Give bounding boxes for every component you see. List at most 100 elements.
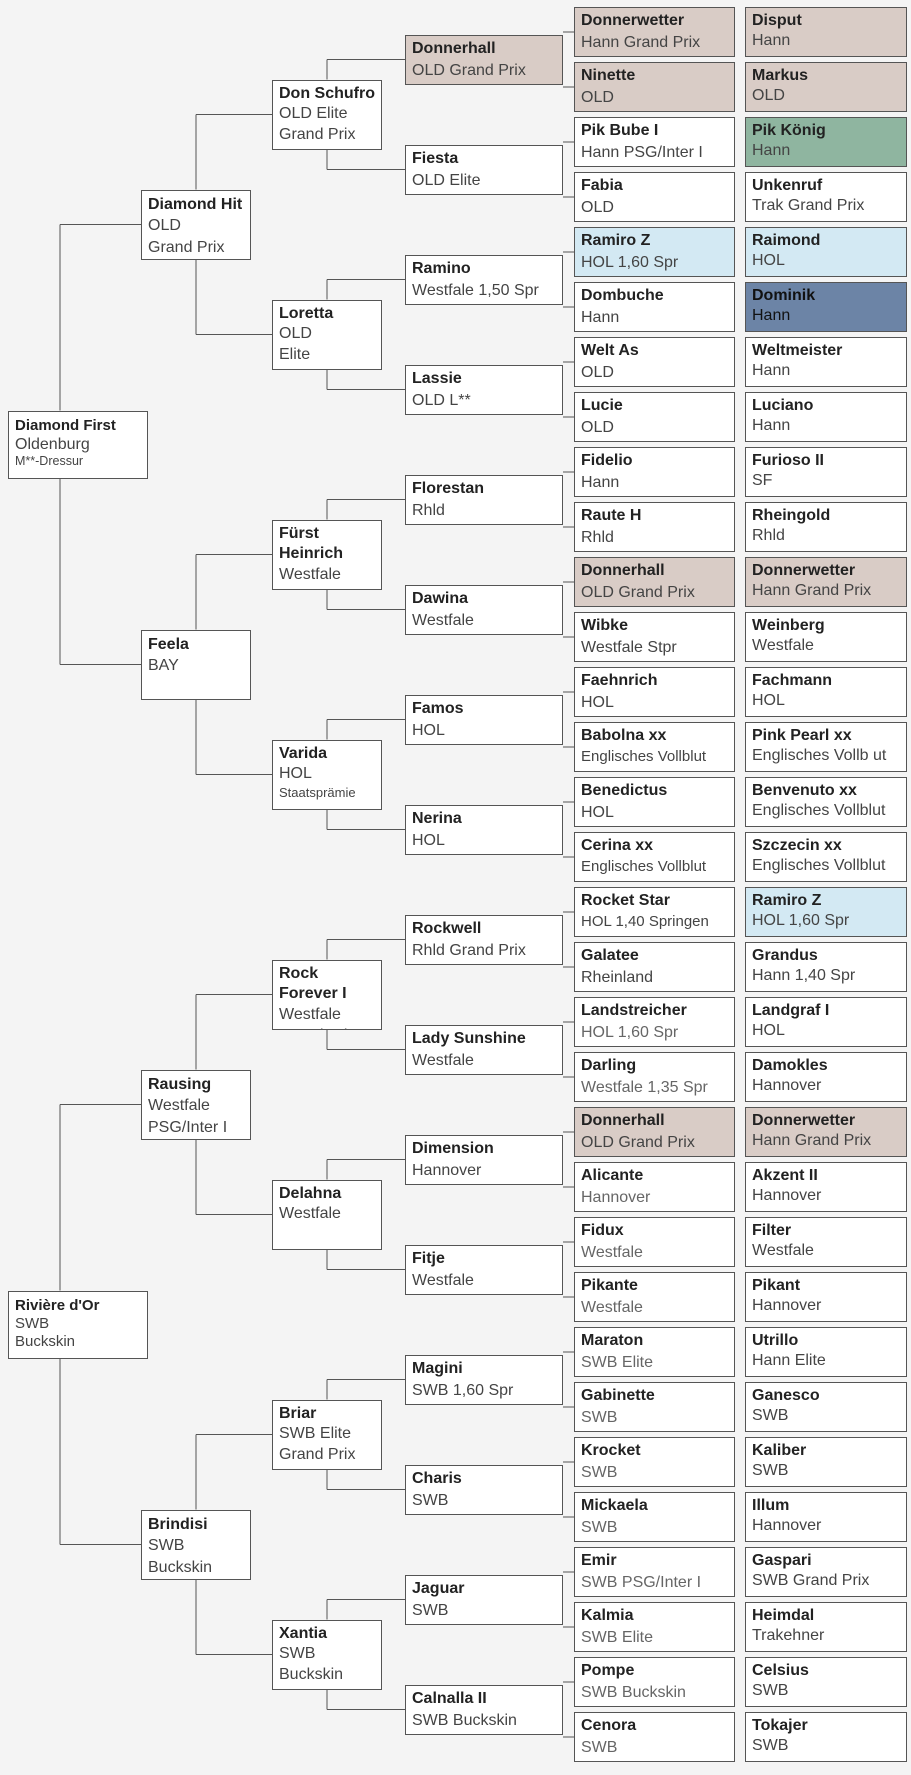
horse-detail: OLD <box>581 199 614 217</box>
horse-name: Rivière d'Or <box>15 1296 100 1314</box>
horse-detail: Westfale <box>279 1006 341 1024</box>
horse-name: Fürst Heinrich <box>279 524 344 563</box>
horse-detail: Buckskin <box>15 1333 76 1351</box>
horse-name: Feela <box>148 635 189 653</box>
horse-name: Famos <box>412 699 464 717</box>
horse-name: Kalmia <box>581 1607 634 1624</box>
horse-detail: Westfale Stpr <box>581 639 677 657</box>
horse-detail: HOL 1,60 Spr <box>581 254 679 272</box>
horse-detail: Rhld <box>412 501 445 519</box>
horse-name: Grandus <box>752 947 818 964</box>
horse-detail: Westfale <box>148 1097 210 1115</box>
horse-name: Nerina <box>412 809 462 827</box>
horse-detail: Grand Prix <box>279 126 356 144</box>
horse-detail: HOL 1,60 Spr <box>581 1024 679 1042</box>
horse-detail: SWB <box>581 1409 618 1427</box>
horse-name: Fabia <box>581 177 623 194</box>
horse-detail: Grand Prix <box>279 1446 356 1464</box>
horse-detail: OLD <box>581 364 614 382</box>
horse-name: Donnerwetter <box>752 562 856 579</box>
horse-name: Disput <box>752 12 802 29</box>
horse-detail: HOL <box>412 721 445 739</box>
horse-detail: Trak Grand Prix <box>752 196 865 214</box>
horse-detail: HOL <box>581 804 614 822</box>
horse-detail: SWB Elite <box>581 1629 654 1647</box>
horse-name: Don Schufro <box>279 84 375 102</box>
horse-name: Lassie <box>412 369 462 387</box>
horse-detail: OLD L** <box>412 391 471 409</box>
horse-detail: Hann <box>752 361 791 379</box>
horse-name: Charis <box>412 1469 462 1487</box>
horse-name: Xantia <box>279 1624 328 1642</box>
horse-detail: Hann 1,40 Spr <box>752 966 856 984</box>
horse-detail: SWB Buckskin <box>412 1711 517 1729</box>
horse-detail: Englisches Vollblut <box>581 858 707 876</box>
horse-name: Rock Forever I <box>279 964 347 1003</box>
horse-detail: HOL <box>752 1021 785 1039</box>
horse-name: Calnalla II <box>412 1689 487 1707</box>
horse-detail: Hannover <box>752 1516 822 1534</box>
horse-detail: HOL 1,40 Springen <box>581 913 709 931</box>
horse-name: Dominik <box>752 287 816 304</box>
horse-detail: Hannover <box>752 1076 822 1094</box>
horse-name: Alicante <box>581 1167 644 1184</box>
horse-name: Ninette <box>581 67 636 84</box>
horse-name: Donnerhall <box>581 562 665 579</box>
horse-name: Magini <box>412 1359 463 1377</box>
horse-detail: OLD <box>279 325 312 343</box>
horse-detail: SWB Elite <box>581 1354 654 1372</box>
horse-name: Delahna <box>279 1184 342 1202</box>
horse-detail: Englisches Vollblut <box>752 801 886 819</box>
horse-name: Jaguar <box>412 1579 465 1597</box>
horse-name: Damokles <box>752 1057 828 1074</box>
horse-detail: SWB Buckskin <box>581 1684 686 1702</box>
horse-name: Pikante <box>581 1277 638 1294</box>
horse-detail: SWB <box>752 1736 789 1754</box>
horse-detail: Westfale <box>279 566 341 584</box>
horse-detail: SF <box>752 471 773 489</box>
horse-detail: Englisches Vollblut <box>752 856 886 874</box>
horse-name: Dombuche <box>581 287 664 304</box>
horse-detail: SWB <box>412 1491 449 1509</box>
horse-name: Rheingold <box>752 507 831 524</box>
horse-detail: OLD Grand Prix <box>581 584 695 602</box>
horse-name: Ramiro Z <box>581 232 651 249</box>
horse-detail: Westfale <box>581 1299 643 1317</box>
horse-name: Krocket <box>581 1442 641 1459</box>
horse-detail: HOL <box>752 691 785 709</box>
horse-detail: Oldenburg <box>15 435 90 453</box>
horse-name: Lady Sunshine <box>412 1029 526 1047</box>
horse-name: Luciano <box>752 397 814 414</box>
